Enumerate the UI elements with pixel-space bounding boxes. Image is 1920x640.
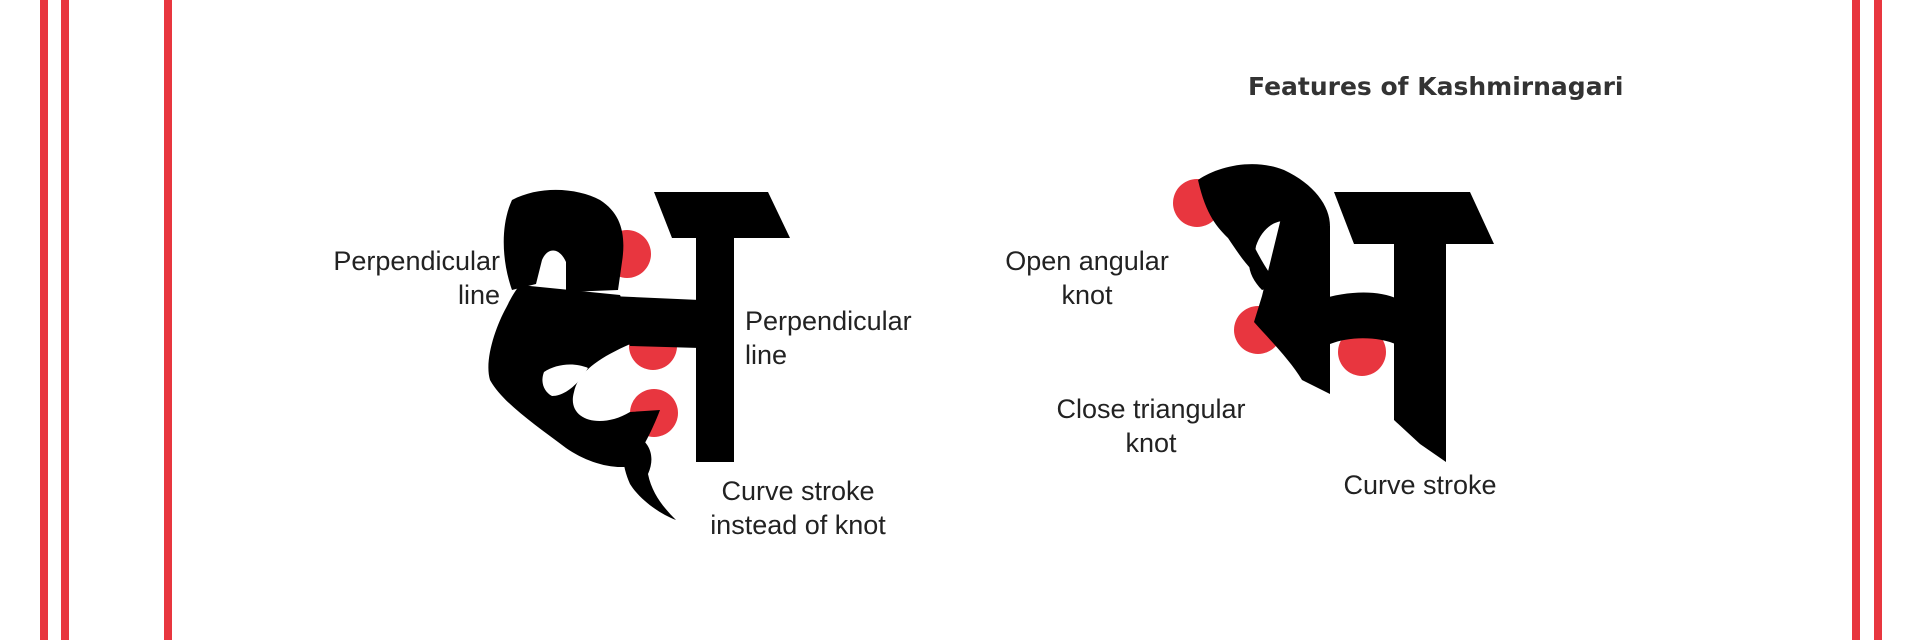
- right-label-open-angular-line1: Open angular: [1005, 246, 1169, 276]
- right-label-curve-stroke: Curve stroke: [1320, 468, 1520, 502]
- right-label-close-triangular-line1: Close triangular: [1056, 394, 1246, 424]
- left-glyph-head: [654, 192, 790, 238]
- left-label-perpendicular-right-line1: Perpendicular: [745, 306, 912, 336]
- right-glyph-curl: [1198, 164, 1330, 270]
- right-glyph-left-block: [1254, 214, 1330, 394]
- border-line-left-outer: [40, 0, 48, 640]
- border-line-right-outer: [1874, 0, 1882, 640]
- left-label-perpendicular-top-line1: Perpendicular: [333, 246, 500, 276]
- left-glyph-bowl-notch: [542, 364, 588, 396]
- border-line-left-inner: [61, 0, 69, 640]
- left-label-perpendicular-top-line2: line: [457, 280, 500, 310]
- left-label-perpendicular-right: Perpendicular line: [745, 304, 912, 372]
- right-label-close-triangular: Close triangular knot: [1036, 392, 1266, 460]
- right-glyph-stem: [1394, 238, 1446, 462]
- border-line-right-inner: [1852, 0, 1860, 640]
- left-label-curve-stroke: Curve stroke instead of knot: [688, 474, 908, 542]
- left-glyph-connector: [610, 296, 700, 348]
- left-label-curve-stroke-line2: instead of knot: [710, 510, 886, 540]
- right-glyph-bridge: [1318, 292, 1400, 346]
- left-glyph-curve-tail: [623, 432, 676, 520]
- right-label-curve-stroke-line1: Curve stroke: [1343, 470, 1497, 500]
- right-marker-bottom: [1338, 328, 1386, 376]
- border-line-left-third: [164, 0, 172, 640]
- right-glyph-head: [1334, 192, 1494, 244]
- right-label-open-angular-line2: knot: [1061, 280, 1113, 310]
- right-label-open-angular: Open angular knot: [982, 244, 1192, 312]
- left-glyph: [488, 189, 790, 520]
- left-label-perpendicular-right-line2: line: [745, 340, 788, 370]
- page-title: Features of Kashmirnagari: [1248, 72, 1624, 101]
- left-label-curve-stroke-line1: Curve stroke: [721, 476, 875, 506]
- left-glyph-stem: [696, 234, 734, 462]
- right-label-close-triangular-line2: knot: [1125, 428, 1177, 458]
- left-label-perpendicular-top: Perpendicular line: [333, 244, 500, 312]
- left-glyph-loop: [503, 189, 624, 292]
- right-glyph: [1173, 164, 1494, 462]
